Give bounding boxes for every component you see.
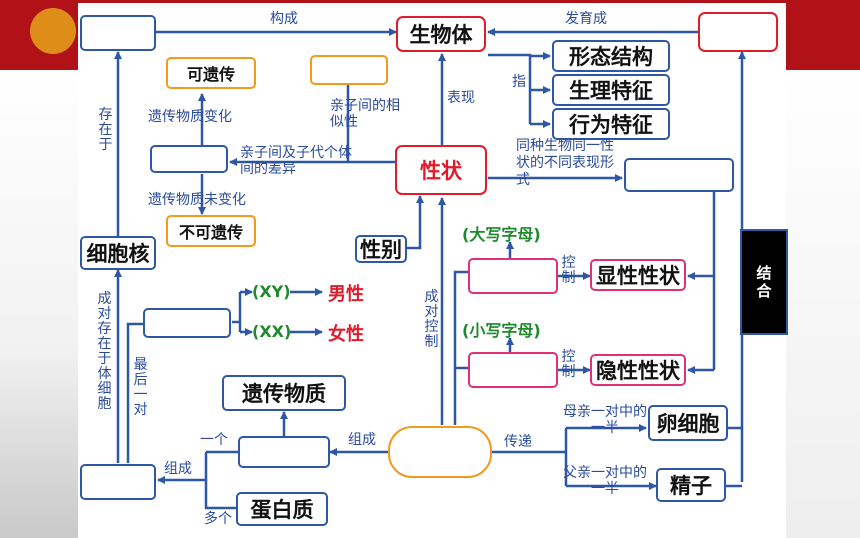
logo-icon [30, 8, 76, 54]
similarity-label: 亲子间的相似性 [330, 98, 400, 130]
uppercase-label: (大写字母) [462, 225, 541, 244]
egg-cell-box: 卵细胞 [648, 405, 728, 441]
paired-control-label: 成对控制 [424, 289, 439, 350]
control-bottom-label: 控制 [561, 349, 576, 380]
xx-label: (XX) [252, 322, 292, 341]
difference-label: 亲子间及子代个体间的差异 [240, 145, 352, 177]
exist-in-label: 存在于 [98, 107, 113, 153]
inheritable-box: 可遗传 [166, 57, 256, 89]
sperm-box: 精子 [656, 468, 726, 502]
trait-box: 性状 [395, 145, 487, 195]
express-label: 表现 [447, 90, 475, 106]
trait-kind-behavior: 行为特征 [552, 108, 670, 140]
compose-right-label: 组成 [348, 432, 376, 448]
top-left-blank-box [80, 15, 156, 51]
father-half-label: 父亲一对中的一半 [563, 465, 647, 497]
compose-left-label: 组成 [164, 461, 192, 477]
develop-label: 发育成 [565, 11, 607, 27]
dna-blank-box [238, 436, 330, 468]
last-pair-label: 最后一对 [133, 357, 148, 418]
trait-kind-physiology: 生理特征 [552, 74, 670, 106]
sex-box: 性别 [355, 235, 407, 263]
background-right [786, 70, 860, 538]
dominant-trait-box: 显性性状 [590, 259, 686, 291]
protein-box: 蛋白质 [236, 492, 328, 526]
background-left [0, 70, 78, 538]
variation-blank-box [150, 145, 228, 173]
one-label: 一个 [200, 432, 228, 448]
trait-kind-morphology: 形态结构 [552, 40, 670, 72]
constitute-label: 构成 [270, 11, 298, 27]
material-changed-label: 遗传物质变化 [148, 109, 232, 125]
combine-label: 结合 [756, 264, 772, 300]
material-unchanged-label: 遗传物质未变化 [148, 192, 246, 208]
gene-blank-box [388, 426, 492, 478]
chromosome-blank-box [80, 464, 156, 500]
male-label: 男性 [328, 284, 364, 305]
top-right-blank-box [698, 12, 778, 52]
dominant-gene-blank-box [468, 258, 558, 294]
transmit-label: 传递 [504, 434, 532, 450]
recessive-gene-blank-box [468, 352, 558, 388]
combine-box: 结合 [740, 229, 788, 335]
same-species-label: 同种生物同一性状的不同表现形式 [516, 138, 614, 188]
genetic-material-box: 遗传物质 [222, 375, 346, 411]
similarity-blank-box [310, 55, 388, 85]
not-inheritable-box: 不可遗传 [166, 215, 256, 247]
lowercase-label: (小写字母) [462, 321, 541, 340]
female-label: 女性 [328, 324, 364, 345]
recessive-trait-box: 隐性性状 [590, 354, 686, 386]
many-label: 多个 [204, 511, 232, 527]
nucleus-box: 细胞核 [80, 236, 156, 270]
control-top-label: 控制 [561, 255, 576, 286]
xy-label: (XY) [252, 282, 291, 301]
mother-half-label: 母亲一对中的一半 [563, 404, 647, 436]
organism-box: 生物体 [396, 16, 486, 52]
paired-in-cell-label: 成对存在于体细胞 [97, 291, 112, 412]
relative-trait-blank-box [624, 158, 734, 192]
refer-label: 指 [512, 74, 526, 90]
sex-chromosome-blank-box [143, 308, 231, 338]
